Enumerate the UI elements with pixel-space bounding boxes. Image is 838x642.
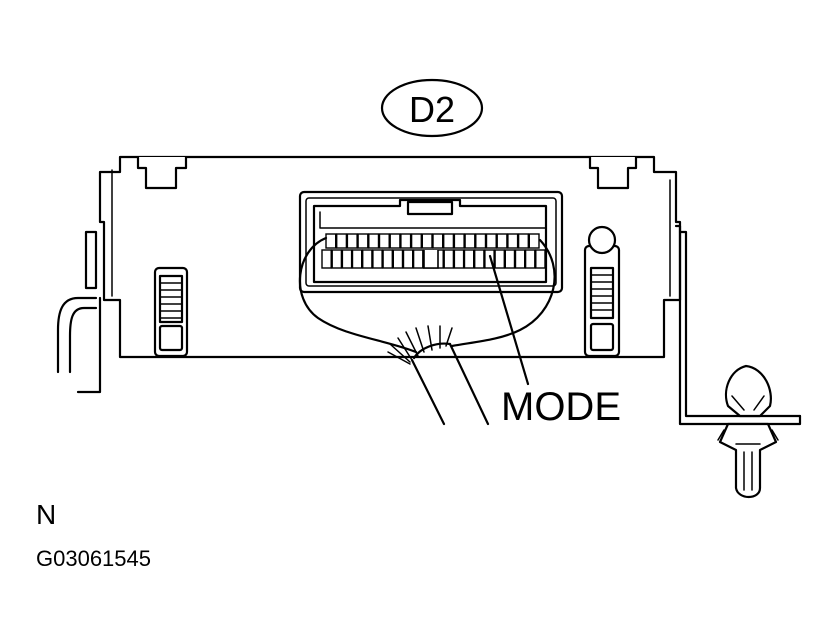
pin-cavity	[453, 249, 465, 269]
left-mounting-bracket	[84, 230, 98, 290]
pin-cavity	[412, 249, 424, 269]
mode-leader-line	[488, 254, 530, 386]
pin-cavity	[346, 233, 358, 249]
pin-cavity	[494, 249, 506, 269]
connector-key-notch	[423, 250, 439, 269]
wire-bundle	[387, 325, 490, 426]
right-latch	[583, 244, 621, 358]
pin-cavity	[524, 249, 536, 269]
pin-cavity	[400, 233, 412, 249]
left-wire-harness	[56, 296, 102, 394]
wire-loop	[298, 236, 556, 354]
pin-cavity	[475, 233, 487, 249]
pin-cavity	[514, 249, 526, 269]
pin-cavity	[432, 233, 444, 249]
pin-cavity	[484, 249, 495, 269]
mounting-screw-hole	[587, 225, 617, 255]
pin-cavity	[351, 249, 363, 269]
pin-cavity	[378, 233, 390, 249]
pin-cavity	[372, 249, 383, 269]
pin-cavity	[453, 233, 465, 249]
pin-cavity	[464, 233, 476, 249]
pin-cavity	[362, 249, 373, 269]
pin-cavity	[474, 249, 485, 269]
pin-cavity	[504, 249, 516, 269]
pin-cavity	[368, 233, 380, 249]
pin-cavity	[535, 249, 546, 269]
push-in-clip	[717, 364, 779, 499]
pin-cavity	[410, 233, 423, 249]
pin-label-mode: MODE	[501, 385, 621, 429]
pin-cavity	[485, 233, 497, 249]
pin-cavity	[463, 249, 475, 269]
figure-id-label: G03061545	[36, 546, 151, 571]
pin-cavity	[325, 233, 337, 249]
left-latch	[153, 266, 189, 358]
pin-cavity	[496, 233, 508, 249]
connector-label: D2	[409, 89, 455, 130]
pin-cavity	[392, 249, 404, 269]
pin-cavity	[507, 233, 519, 249]
pin-cavity	[443, 233, 455, 249]
connector-pin-rows	[321, 233, 546, 269]
pin-cavity	[517, 233, 529, 249]
pin-cavity	[336, 233, 348, 249]
pin-cavity	[421, 233, 433, 249]
pin-cavity	[389, 233, 401, 249]
pin-cavity	[382, 249, 394, 269]
pin-cavity	[402, 249, 414, 269]
pin-cavity	[443, 249, 455, 269]
pin-cavity	[331, 249, 343, 269]
connector-label-badge: D2	[380, 78, 484, 138]
view-code-label: N	[36, 499, 56, 530]
housing-top-tabs	[136, 157, 638, 190]
pin-cavity	[357, 233, 369, 249]
pin-cavity	[341, 249, 353, 269]
pin-cavity	[321, 249, 332, 269]
pin-cavity	[528, 233, 540, 249]
